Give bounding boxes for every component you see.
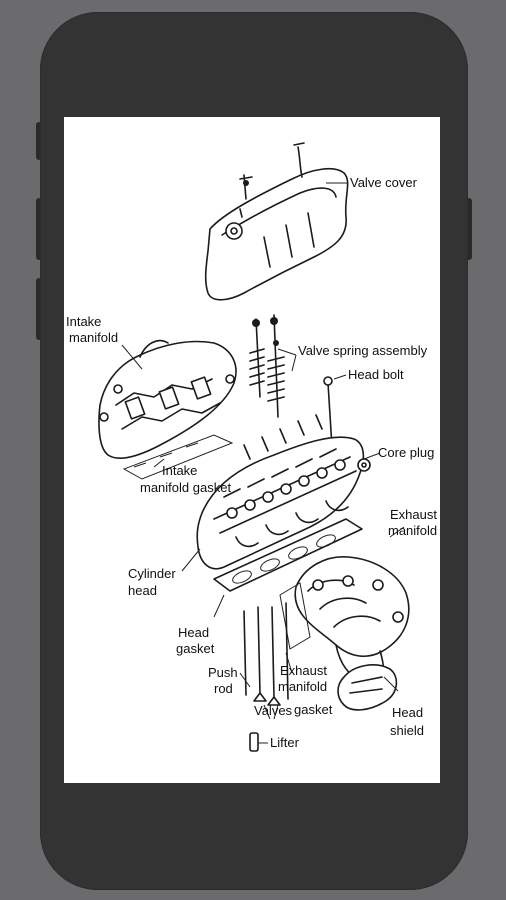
head-shield-part (337, 664, 398, 711)
side-button-right[interactable] (466, 198, 472, 260)
exhaust-manifold-part (294, 556, 410, 694)
label-push-rod-1: Push (208, 665, 238, 680)
label-intake-manifold-gasket-2: manifold gasket (140, 480, 231, 495)
part-labels: Valve cover Intake manifold Valve spring… (66, 175, 437, 750)
label-valve-spring-assembly: Valve spring assembly (298, 343, 428, 358)
label-core-plug: Core plug (378, 445, 434, 460)
head-bolt-part (323, 376, 333, 448)
label-intake-manifold-2: manifold (69, 330, 118, 345)
label-head-gasket-2: gasket (176, 641, 215, 656)
label-cylinder-head-2: head (128, 583, 157, 598)
label-exhaust-manifold-1: Exhaust (390, 507, 437, 522)
core-plug-part (357, 458, 371, 472)
label-valves: Valves (254, 703, 293, 718)
label-valve-cover: Valve cover (350, 175, 418, 190)
engine-exploded-diagram: Valve cover Intake manifold Valve spring… (66, 142, 437, 752)
label-head-shield-2: shield (390, 723, 424, 738)
screen: Valve cover Intake manifold Valve spring… (64, 117, 440, 783)
cylinder-head-part (196, 414, 365, 570)
label-intake-manifold-gasket-1: Intake (162, 463, 197, 478)
label-exhaust-manifold-gasket-3: gasket (294, 702, 333, 717)
label-exhaust-manifold-gasket-1: Exhaust (280, 663, 327, 678)
intake-manifold-gasket-part (122, 434, 234, 480)
valve-cover-part (204, 142, 349, 301)
label-intake-manifold-1: Intake (66, 314, 101, 329)
intake-manifold-part (98, 339, 237, 459)
side-button-left-mid[interactable] (36, 198, 42, 260)
valve-spring-assembly-part (249, 314, 285, 418)
label-lifter: Lifter (270, 735, 300, 750)
head-gasket-part (213, 518, 363, 592)
label-exhaust-manifold-gasket-2: manifold (278, 679, 327, 694)
label-push-rod-2: rod (214, 681, 233, 696)
side-button-left-top[interactable] (36, 122, 42, 160)
label-head-bolt: Head bolt (348, 367, 404, 382)
leader-lines (121, 182, 405, 744)
label-exhaust-manifold-2: manifold (388, 523, 437, 538)
label-head-gasket-1: Head (178, 625, 209, 640)
side-button-left-low[interactable] (36, 278, 42, 340)
label-cylinder-head-1: Cylinder (128, 566, 176, 581)
lifter-part (249, 732, 259, 752)
label-head-shield-1: Head (392, 705, 423, 720)
